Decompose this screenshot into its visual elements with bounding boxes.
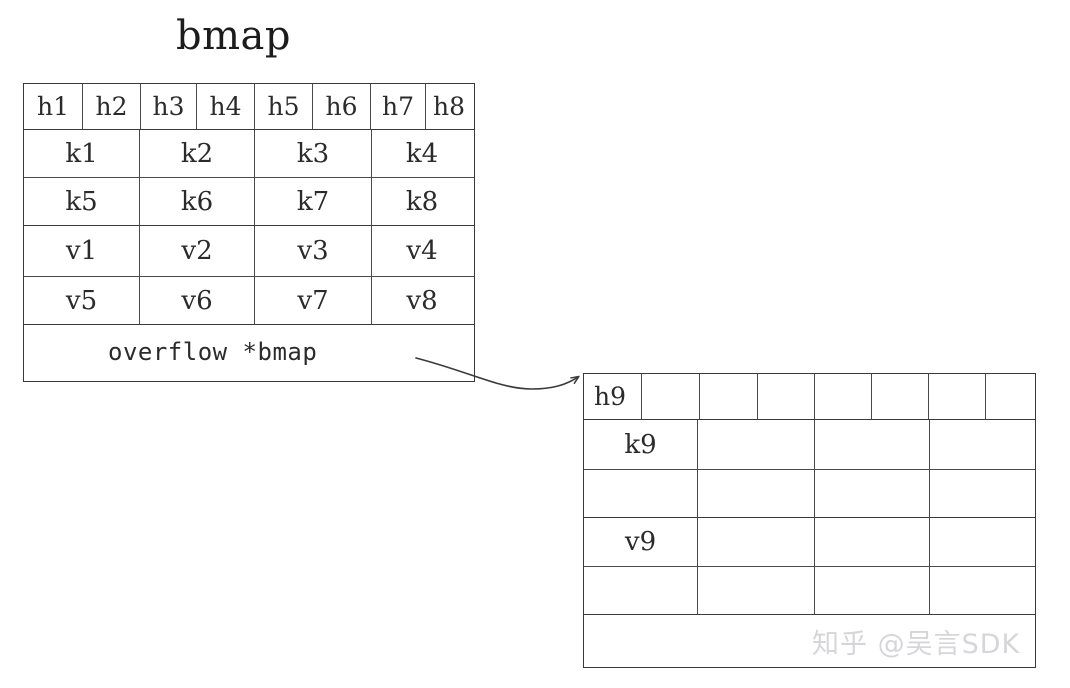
tophash-cell-h1: h1 xyxy=(24,84,83,129)
overflow-key-row-2 xyxy=(584,470,1035,518)
value-cell-v3: v3 xyxy=(255,226,372,276)
key-cell-k5: k5 xyxy=(24,178,140,225)
overflow-bucket-table: h9 k9 v9 xyxy=(583,373,1036,668)
overflow-key-cell-1-2 xyxy=(698,420,815,469)
overflow-tophash-cell-6 xyxy=(872,374,929,419)
overflow-key-cell-1-4 xyxy=(930,420,1034,469)
overflow-tophash-cell-7 xyxy=(929,374,986,419)
tophash-cell-h3: h3 xyxy=(141,84,197,129)
overflow-key-cell-2-4 xyxy=(930,470,1034,517)
overflow-key-cell-2-2 xyxy=(698,470,815,517)
value-cell-v5: v5 xyxy=(24,277,140,324)
overflow-value-cell-1-2 xyxy=(698,518,815,566)
tophash-cell-h5: h5 xyxy=(255,84,313,129)
key-cell-k6: k6 xyxy=(140,178,255,225)
value-row-1: v1 v2 v3 v4 xyxy=(24,226,474,277)
key-cell-k8: k8 xyxy=(405,186,439,217)
overflow-tophash-cell-3 xyxy=(700,374,758,419)
overflow-tophash-cell-4 xyxy=(758,374,815,419)
value-cell-v4: v4 xyxy=(406,236,438,266)
tophash-cell-h2: h2 xyxy=(83,84,141,129)
overflow-value-cell-2-1 xyxy=(584,567,698,614)
overflow-tophash-cell-5 xyxy=(815,374,872,419)
page-title: bmap xyxy=(176,13,291,59)
tophash-cell-h7: h7 xyxy=(371,84,426,129)
key-row-1: k1 k2 k3 k4 xyxy=(24,130,474,178)
overflow-value-cell-1-3 xyxy=(815,518,930,566)
value-cell-v8: v8 xyxy=(406,285,438,316)
tophash-cell-h8: h8 xyxy=(432,92,465,121)
overflow-key-cell-1-3 xyxy=(815,420,930,469)
value-row-2: v5 v6 v7 v8 xyxy=(24,277,474,325)
overflow-tophash-cell-8 xyxy=(986,374,1033,419)
tophash-cell-h4: h4 xyxy=(197,84,255,129)
overflow-value-cell-2-4 xyxy=(930,567,1034,614)
watermark-text: 知乎 @吴言SDK xyxy=(812,629,1021,660)
overflow-row: overflow *bmap xyxy=(24,325,474,378)
tophash-row: h1 h2 h3 h4 h5 h6 h7 h8 xyxy=(24,84,474,130)
key-row-2: k5 k6 k7 k8 xyxy=(24,178,474,226)
key-cell-k4: k4 xyxy=(405,138,439,169)
overflow-pointer-cell: overflow *bmap xyxy=(108,337,318,366)
overflow-value-cell-v9: v9 xyxy=(584,518,698,566)
value-cell-v7: v7 xyxy=(255,277,372,324)
overflow-value-cell-2-3 xyxy=(815,567,930,614)
value-cell-v1: v1 xyxy=(24,226,140,276)
overflow-value-cell-2-2 xyxy=(698,567,815,614)
overflow-tophash-row: h9 xyxy=(584,374,1035,420)
overflow-key-cell-2-1 xyxy=(584,470,698,517)
key-cell-k7: k7 xyxy=(255,178,372,225)
key-cell-k2: k2 xyxy=(140,130,255,177)
overflow-tophash-cell-2 xyxy=(642,374,700,419)
overflow-key-cell-2-3 xyxy=(815,470,930,517)
overflow-key-row-1: k9 xyxy=(584,420,1035,470)
overflow-tophash-cell-h9: h9 xyxy=(584,374,642,419)
overflow-key-cell-k9: k9 xyxy=(584,420,698,469)
tophash-cell-h6: h6 xyxy=(313,84,371,129)
key-cell-k1: k1 xyxy=(24,130,140,177)
overflow-value-cell-1-4 xyxy=(930,518,1034,566)
overflow-value-row-2 xyxy=(584,567,1035,615)
value-cell-v6: v6 xyxy=(140,277,255,324)
bmap-bucket-table: h1 h2 h3 h4 h5 h6 h7 h8 k1 k2 k3 k4 k5 k… xyxy=(23,83,475,382)
key-cell-k3: k3 xyxy=(255,130,372,177)
overflow-value-row-1: v9 xyxy=(584,518,1035,567)
value-cell-v2: v2 xyxy=(140,226,255,276)
